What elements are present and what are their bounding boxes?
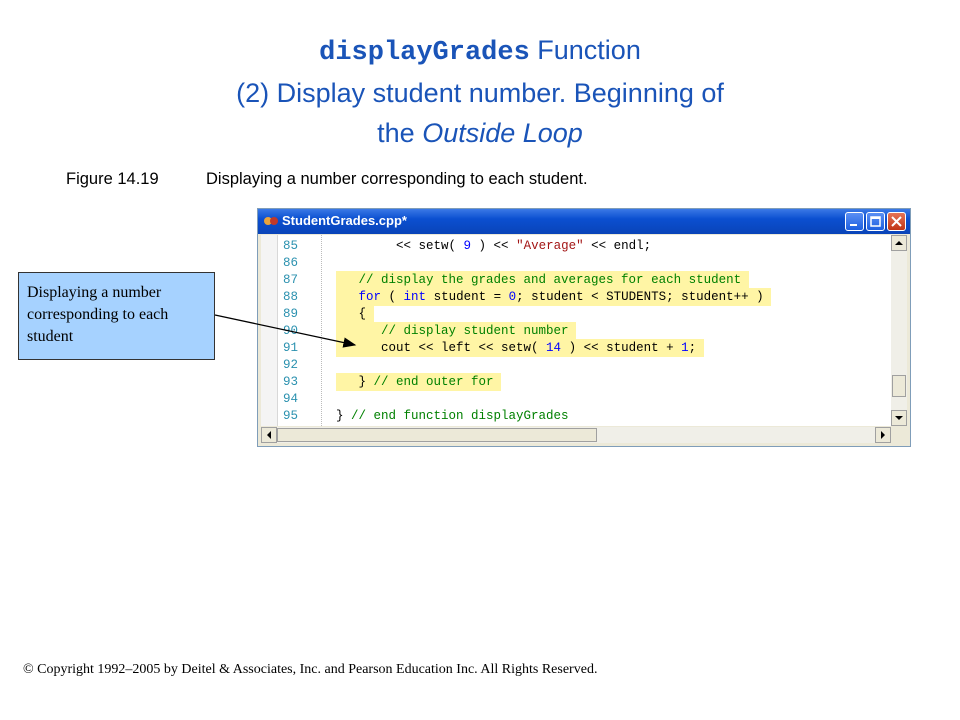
slide-title: displayGrades Function (2) Display stude…	[0, 30, 960, 153]
code-line[interactable]: 89 {	[261, 305, 891, 323]
code-line[interactable]: 93 } // end outer for	[261, 373, 891, 391]
window-titlebar[interactable]: StudentGrades.cpp*	[258, 209, 910, 234]
scroll-down-button[interactable]	[891, 410, 907, 426]
title-line-2: (2) Display student number. Beginning of	[236, 78, 724, 108]
callout-box: Displaying a number corresponding to eac…	[18, 272, 215, 360]
code-editor-window: StudentGrades.cpp* 85 << setw( 9 ) << "A…	[257, 208, 911, 447]
line-number: 92	[283, 358, 299, 372]
code-line[interactable]: 91 cout << left << setw( 14 ) << student…	[261, 339, 891, 357]
scroll-right-button[interactable]	[875, 427, 891, 443]
code-text: cout << left << setw( 14 ) << student + …	[336, 339, 704, 357]
close-icon	[891, 216, 902, 227]
title-outside-loop: Outside Loop	[422, 118, 583, 148]
scroll-left-button[interactable]	[261, 427, 277, 443]
vertical-scrollbar[interactable]	[891, 235, 907, 426]
line-number: 95	[283, 409, 299, 423]
maximize-icon	[870, 216, 881, 227]
figure-caption: Figure 14.19 Displaying a number correspo…	[66, 170, 588, 189]
title-function-word: Function	[529, 35, 641, 65]
line-number: 94	[283, 392, 299, 406]
code-line[interactable]: 88 for ( int student = 0; student < STUD…	[261, 288, 891, 306]
code-line[interactable]: 86	[261, 254, 891, 272]
line-number: 85	[283, 239, 299, 253]
line-number: 87	[283, 273, 299, 287]
arrow-right-icon	[881, 431, 885, 439]
code-line[interactable]: 95 } // end function displayGrades	[261, 407, 891, 425]
title-line-3-prefix: the	[377, 118, 423, 148]
line-number: 86	[283, 256, 299, 270]
vertical-scroll-thumb[interactable]	[892, 375, 906, 397]
horizontal-scroll-thumb[interactable]	[277, 428, 597, 442]
arrow-down-icon	[895, 416, 903, 420]
code-line[interactable]: 87 // display the grades and averages fo…	[261, 271, 891, 289]
scrollbar-corner	[891, 427, 907, 443]
code-text: // display student number	[336, 322, 577, 340]
line-number: 91	[283, 341, 299, 355]
line-number: 88	[283, 290, 299, 304]
window-title: StudentGrades.cpp*	[282, 213, 407, 228]
line-number: 93	[283, 375, 299, 389]
code-text: for ( int student = 0; student < STUDENT…	[336, 288, 772, 306]
minimize-icon	[850, 224, 857, 226]
code-text: {	[336, 305, 374, 323]
line-number: 89	[283, 307, 299, 321]
code-text: // display the grades and averages for e…	[336, 271, 749, 289]
title-function-name: displayGrades	[319, 38, 530, 68]
horizontal-scrollbar[interactable]	[261, 427, 891, 443]
code-line[interactable]: 92	[261, 356, 891, 374]
cpp-file-icon	[264, 217, 278, 225]
line-number: 90	[283, 324, 299, 338]
figure-caption-text: Displaying a number corresponding to eac…	[206, 170, 588, 188]
code-line[interactable]: 90 // display student number	[261, 322, 891, 340]
close-button[interactable]	[887, 212, 906, 231]
arrow-left-icon	[267, 431, 271, 439]
code-text: } // end outer for	[336, 373, 502, 391]
code-line[interactable]: 85 << setw( 9 ) << "Average" << endl;	[261, 237, 891, 255]
code-text: << setw( 9 ) << "Average" << endl;	[336, 239, 652, 253]
maximize-button[interactable]	[866, 212, 885, 231]
scroll-up-button[interactable]	[891, 235, 907, 251]
copyright-notice: © Copyright 1992–2005 by Deitel & Associ…	[23, 662, 598, 677]
minimize-button[interactable]	[845, 212, 864, 231]
code-text: } // end function displayGrades	[336, 409, 569, 423]
figure-number: Figure 14.19	[66, 170, 159, 188]
arrow-up-icon	[895, 241, 903, 245]
code-line[interactable]: 94	[261, 390, 891, 408]
